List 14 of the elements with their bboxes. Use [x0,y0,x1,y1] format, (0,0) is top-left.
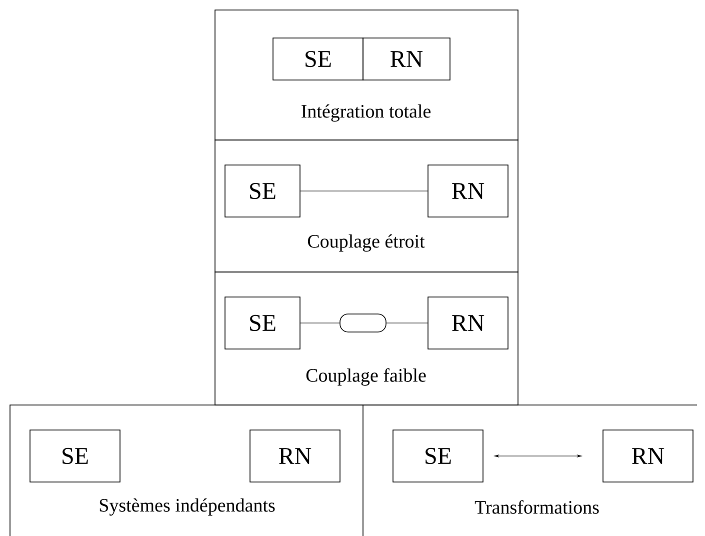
connector-line [386,322,428,324]
labeled-box: SE [392,430,484,482]
labeled-box: SE [224,164,300,218]
labeled-box: RN [428,164,508,218]
labeled-box: RN [250,430,340,482]
labeled-box: RN [602,430,694,482]
labeled-box: SE [272,38,364,80]
rounded-box [340,314,386,332]
labeled-box: SE [30,430,120,482]
labeled-box: RN [362,38,450,80]
labeled-box: SE [224,296,300,350]
connector-line [300,190,428,192]
connector-line [300,322,340,324]
labeled-box: RN [428,296,508,350]
